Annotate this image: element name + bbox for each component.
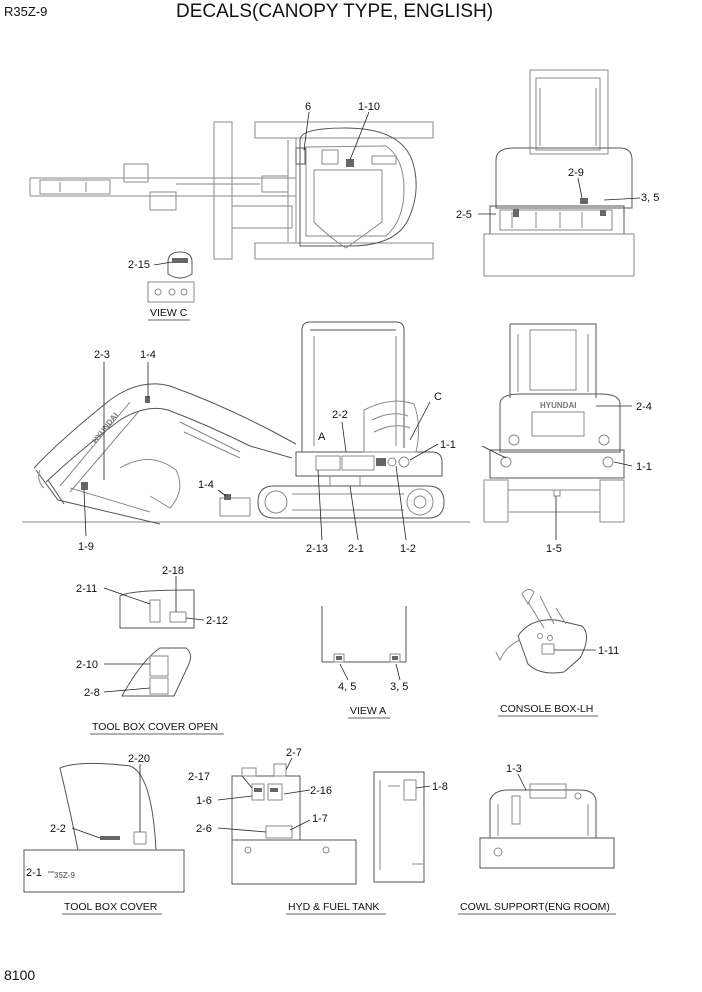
callout: 2-15 <box>128 259 150 271</box>
callout: 2-20 <box>128 753 150 765</box>
rear-brand-text: HYUNDAI <box>540 401 576 410</box>
callout: 1-3 <box>506 763 522 775</box>
callout: 1-4 <box>198 479 214 491</box>
callout: 6 <box>305 101 311 113</box>
callout: 4, 5 <box>338 681 356 693</box>
callout: 1-5 <box>546 543 562 555</box>
page-number: 8100 <box>4 967 35 983</box>
callout: 2-17 <box>188 771 210 783</box>
callout: 1-1 <box>636 461 652 473</box>
callout: 2-5 <box>456 209 472 221</box>
callout: 1-4 <box>140 349 156 361</box>
rear-view-drawing: HYUNDAI 2-4 1-1 1-1 1-5 <box>481 323 652 555</box>
callout: 2-16 <box>310 785 332 797</box>
side-view-drawing: HYUNDAI 2-3 1-4 2-2 A C 1-1 1-4 1-9 2-13… <box>22 321 470 555</box>
callout: 3, 5 <box>390 681 408 693</box>
callout: 2-2 <box>332 409 348 421</box>
callout: 2-1 <box>26 867 42 879</box>
caption-console-box-lh: CONSOLE BOX-LH <box>500 703 593 715</box>
caption-tool-box-cover: TOOL BOX COVER <box>64 901 158 913</box>
callout: 2-10 <box>76 659 98 671</box>
boom-brand-text: HYUNDAI <box>90 411 120 445</box>
console-box-lh-drawing: 1-11 CONSOLE BOX-LH <box>495 588 619 717</box>
model-code: R35Z-9 <box>4 4 47 19</box>
callout: 2-11 <box>76 583 97 595</box>
callout: 1-7 <box>312 813 328 825</box>
callout: 2-1 <box>348 543 364 555</box>
callout: 2-13 <box>306 543 328 555</box>
callout: 1-11 <box>598 645 619 657</box>
tool-box-cover-open-drawing: 2-18 2-11 2-12 2-10 2-8 TOOL BOX COVER O… <box>76 565 228 735</box>
tool-box-cover-drawing: 35Z-9 2-20 2-2 2-1 TOOL BOX COVER <box>23 753 185 915</box>
callout: 2-6 <box>196 823 212 835</box>
cover-model-text: 35Z-9 <box>54 871 75 880</box>
callout: 1-2 <box>400 543 416 555</box>
hyd-fuel-tank-drawing: 2-7 2-17 2-16 1-6 1-7 2-6 1-8 HYD & FUEL… <box>188 747 448 915</box>
callout: 2-2 <box>50 823 66 835</box>
callout: 3, 5 <box>641 192 659 204</box>
caption-cowl-support: COWL SUPPORT(ENG ROOM) <box>460 901 610 913</box>
cowl-support-drawing: 1-3 COWL SUPPORT(ENG ROOM) <box>458 763 616 915</box>
view-c-drawing: 2-15 VIEW C <box>128 251 195 321</box>
callout: 1-6 <box>196 795 212 807</box>
caption-hyd-fuel-tank: HYD & FUEL TANK <box>288 901 379 913</box>
caption-view-a: VIEW A <box>350 705 386 717</box>
callout: 2-3 <box>94 349 110 361</box>
callout: 2-9 <box>568 167 584 179</box>
callout: 2-7 <box>286 747 302 759</box>
callout: 1-1 <box>440 439 456 451</box>
callout: 1-9 <box>78 541 94 553</box>
callout: 2-8 <box>84 687 100 699</box>
callout: 2-18 <box>162 565 184 577</box>
caption-view-c: VIEW C <box>150 307 188 319</box>
rear-view-top-drawing: 2-9 3, 5 2-5 <box>456 69 659 277</box>
view-a-drawing: 4, 5 3, 5 VIEW A <box>321 606 408 719</box>
callout: 1-8 <box>432 781 448 793</box>
caption-tool-box-cover-open: TOOL BOX COVER OPEN <box>92 721 218 733</box>
callout: 2-4 <box>636 401 652 413</box>
page-title: DECALS(CANOPY TYPE, ENGLISH) <box>176 1 493 22</box>
callout: A <box>318 431 326 443</box>
callout: 1-10 <box>358 101 380 113</box>
top-view-drawing: 6 1-10 <box>29 101 434 260</box>
callout: 2-12 <box>206 615 228 627</box>
callout: C <box>434 391 442 403</box>
